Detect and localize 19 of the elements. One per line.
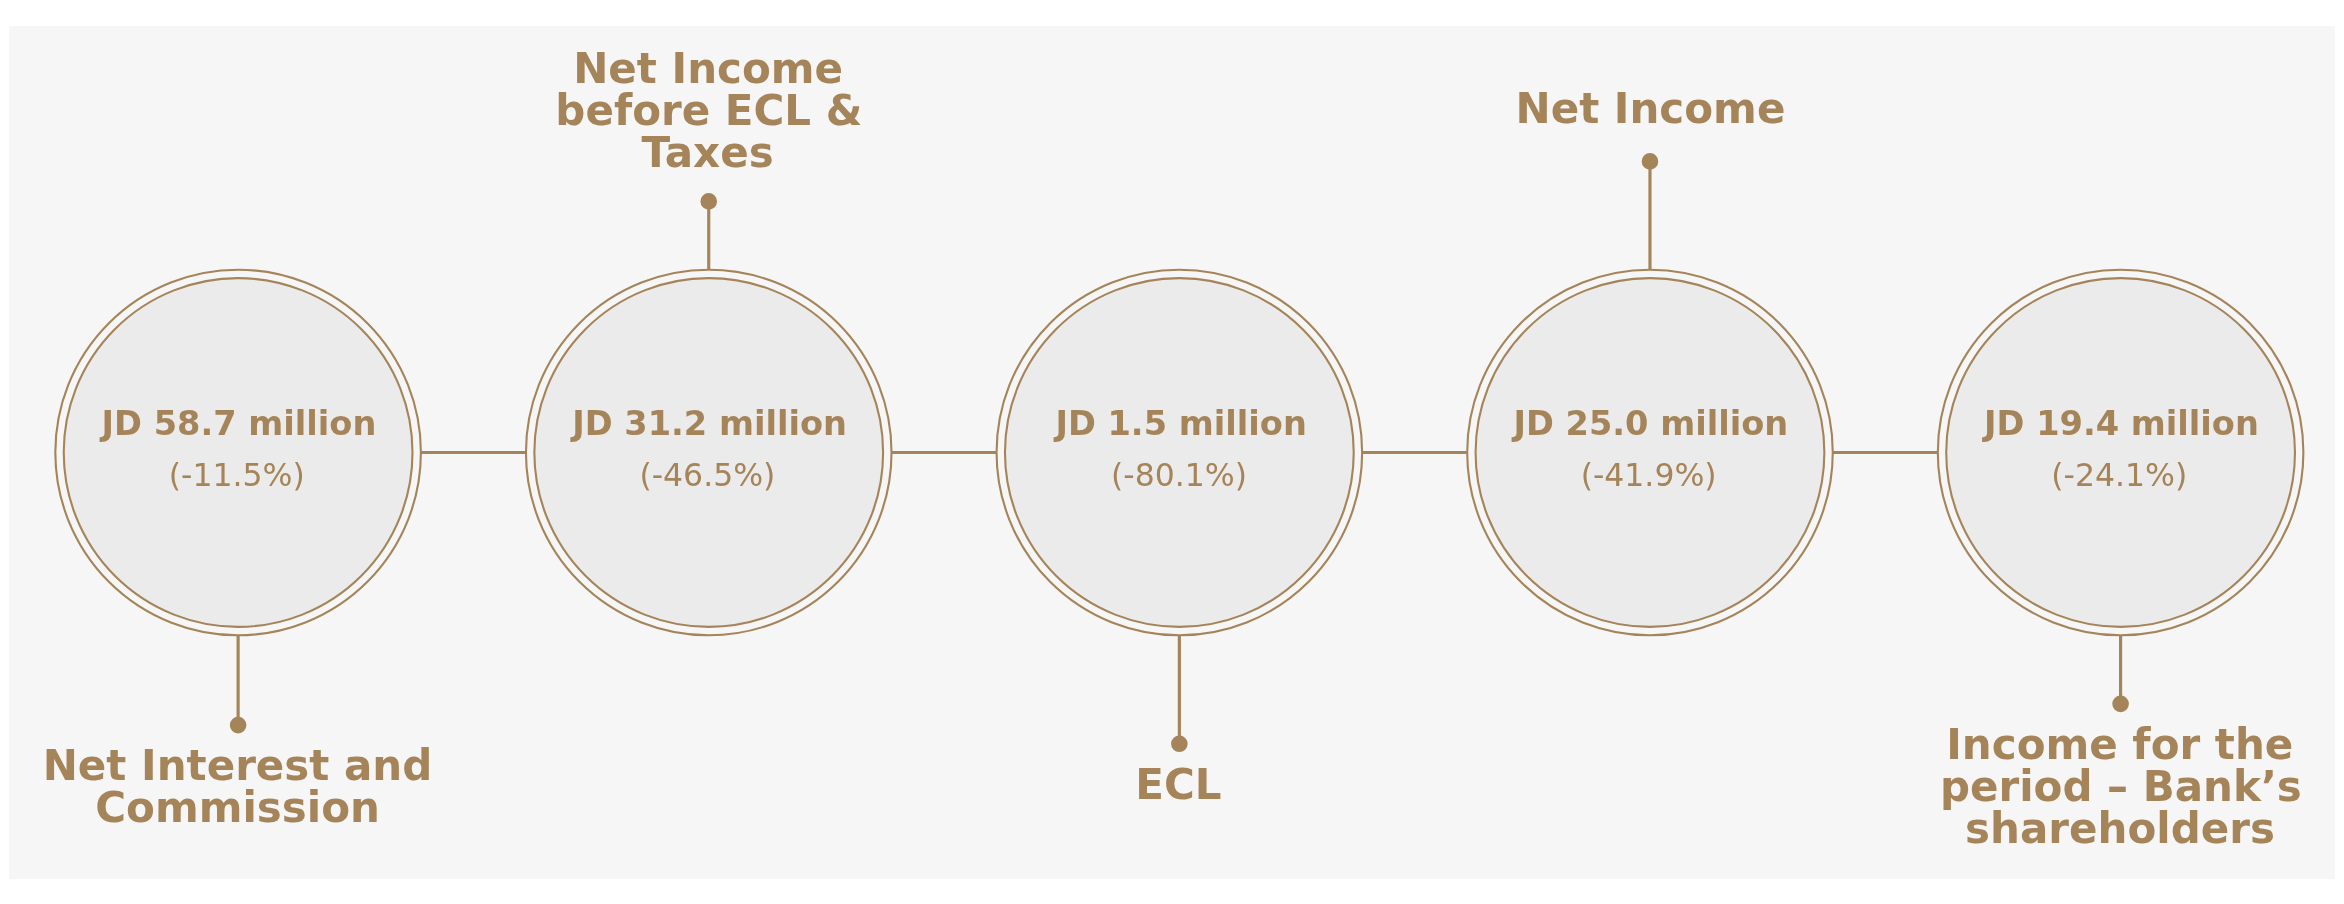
connector — [421, 450, 526, 454]
node-text: Net Income — [1515, 83, 1786, 133]
node-circle: JD 58.7 million (-11.5%) — [54, 268, 422, 636]
node-circle: JD 31.2 million (-46.5%) — [524, 268, 893, 636]
connector — [1832, 450, 1938, 454]
connector — [229, 634, 247, 733]
node-text: Income for the period – Bank’s shareholders — [1939, 719, 2302, 853]
node-circle: JD 1.5 million (-80.1%) — [995, 268, 1364, 636]
connector — [1171, 634, 1188, 752]
connector — [700, 192, 718, 270]
node-circle: JD 19.4 million (-24.1%) — [1936, 268, 2305, 636]
connector — [891, 450, 997, 454]
node-circle: JD 25.0 million (-41.9%) — [1466, 268, 1834, 636]
node-text: Net Interest and Commission — [42, 740, 433, 832]
connector — [1641, 152, 1659, 269]
connector — [2112, 634, 2129, 712]
node-text: Net Income before ECL & Taxes — [555, 43, 863, 177]
connector — [1362, 450, 1467, 454]
node-text: ECL — [1135, 759, 1222, 809]
